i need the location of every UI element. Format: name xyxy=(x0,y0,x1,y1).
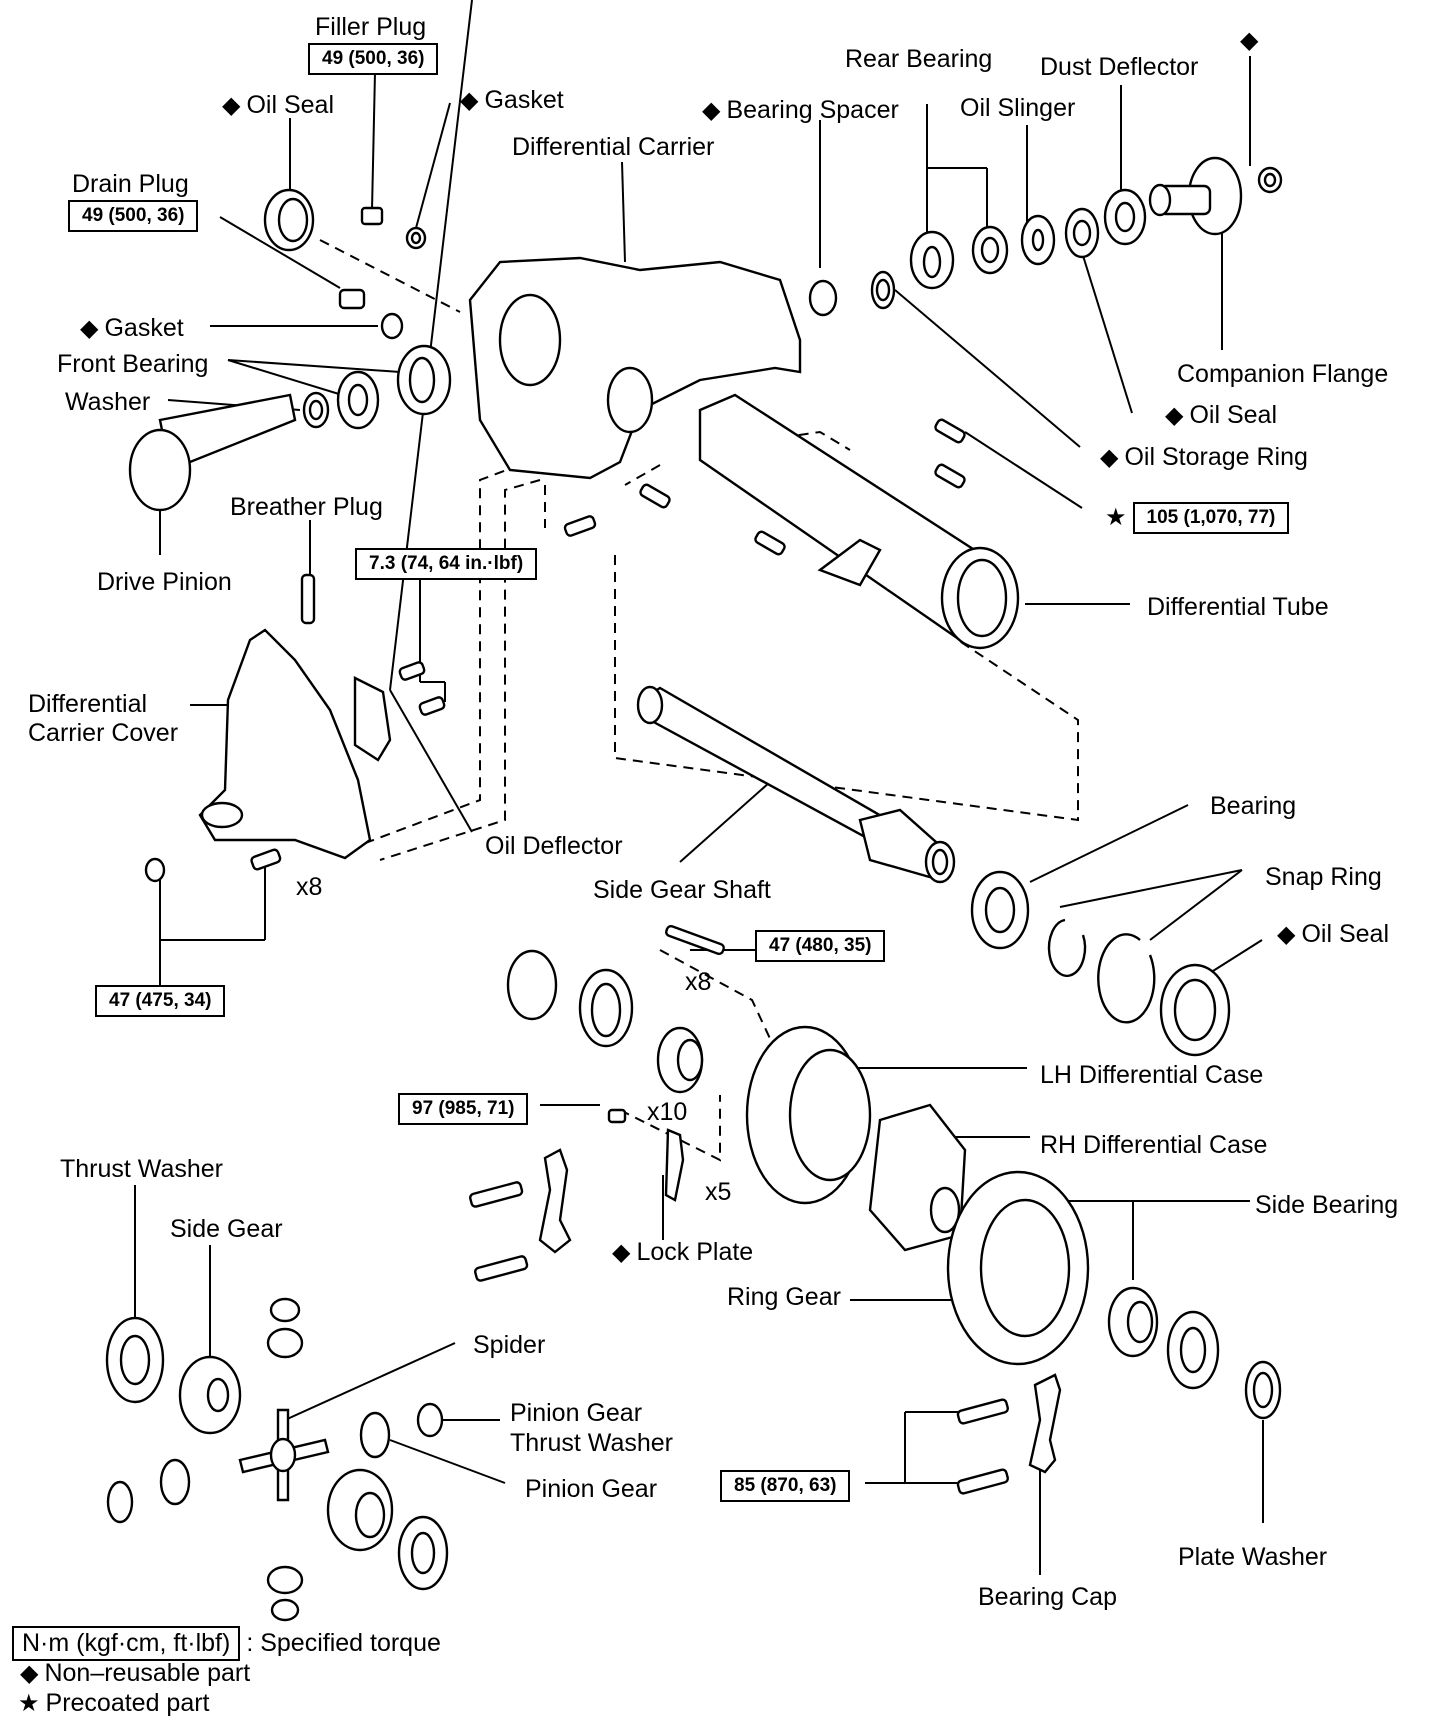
torque-cover-bolts: 47 (475, 34) xyxy=(95,985,226,1017)
part-label-breather-plug: Breather Plug xyxy=(230,493,383,521)
non-reusable-diamond-icon: ◆ xyxy=(80,315,99,342)
legend-torque-unit: N·m (kgf·cm, ft·lbf) xyxy=(12,1625,241,1661)
torque-tube-bolts: ★ 105 (1,070, 77) xyxy=(1105,502,1290,534)
part-label-companion-flange: Companion Flange xyxy=(1177,360,1389,388)
part-label-thrust-washer: Thrust Washer xyxy=(60,1155,224,1183)
non-reusable-diamond-icon: ◆ xyxy=(702,97,721,124)
torque-case-bolts: 47 (480, 35) xyxy=(755,930,886,962)
legend-torque: N·m (kgf·cm, ft·lbf) : Specified torque xyxy=(12,1625,441,1661)
part-label-filler-plug: Filler Plug xyxy=(315,13,427,41)
precoated-star-icon: ★ xyxy=(1105,503,1127,531)
legend-non-reusable: ◆ Non–reusable part xyxy=(20,1658,251,1687)
legend-torque-desc: : Specified torque xyxy=(246,1628,441,1657)
part-label-spider: Spider xyxy=(473,1331,546,1359)
part-label-oil-slinger: Oil Slinger xyxy=(960,94,1076,122)
part-label-pinion-gear-thrust-washer: Pinion Gear Thrust Washer xyxy=(510,1399,674,1457)
part-label-bearing-spacer: ◆Bearing Spacer xyxy=(702,96,899,124)
part-label-oil-seal-rear: ◆Oil Seal xyxy=(1165,401,1278,429)
non-reusable-diamond-icon: ◆ xyxy=(1277,921,1296,948)
part-label-rear-bearing: Rear Bearing xyxy=(845,45,993,73)
torque-oil-deflector: 7.3 (74, 64 in.·lbf) xyxy=(355,548,538,580)
non-reusable-nut-marker: ◆ xyxy=(1240,28,1264,53)
legend: N·m (kgf·cm, ft·lbf) : Specified torque … xyxy=(12,1625,441,1718)
part-label-lh-differential-case: LH Differential Case xyxy=(1040,1061,1264,1089)
part-label-pinion-gear: Pinion Gear xyxy=(525,1475,658,1503)
torque-drain-plug: 49 (500, 36) xyxy=(68,200,199,232)
part-label-side-bearing: Side Bearing xyxy=(1255,1191,1399,1219)
non-reusable-diamond-icon: ◆ xyxy=(20,1659,39,1687)
non-reusable-diamond-icon: ◆ xyxy=(222,92,241,119)
legend-precoated: ★ Precoated part xyxy=(18,1688,210,1717)
torque-bearing-cap-bolts: 85 (870, 63) xyxy=(720,1470,851,1502)
part-label-oil-seal-tube: ◆Oil Seal xyxy=(1277,920,1390,948)
part-label-differential-carrier-cover: Differential Carrier Cover xyxy=(28,690,179,747)
parts xyxy=(105,156,1283,1622)
part-label-gasket-drain: ◆Gasket xyxy=(80,314,184,342)
non-reusable-diamond-icon: ◆ xyxy=(1165,402,1184,429)
part-label-plate-washer: Plate Washer xyxy=(1178,1543,1328,1571)
part-label-front-bearing: Front Bearing xyxy=(57,350,209,378)
non-reusable-diamond-icon: ◆ xyxy=(1100,444,1119,471)
part-label-rh-differential-case: RH Differential Case xyxy=(1040,1131,1268,1159)
part-label-bearing: Bearing xyxy=(1210,792,1297,820)
non-reusable-diamond-icon: ◆ xyxy=(612,1239,631,1266)
torque-filler-plug: 49 (500, 36) xyxy=(308,43,439,75)
part-label-side-gear-shaft: Side Gear Shaft xyxy=(593,876,771,904)
part-label-oil-deflector: Oil Deflector xyxy=(485,832,623,860)
non-reusable-diamond-icon: ◆ xyxy=(460,87,479,114)
non-reusable-diamond-icon: ◆ xyxy=(1240,27,1259,54)
qty-cover-bolts: x8 xyxy=(296,873,323,901)
part-label-drain-plug: Drain Plug xyxy=(72,170,189,198)
precoated-star-icon: ★ xyxy=(18,1689,40,1717)
part-label-dust-deflector: Dust Deflector xyxy=(1040,53,1199,81)
part-label-gasket-filler: ◆Gasket xyxy=(460,86,564,114)
part-label-drive-pinion: Drive Pinion xyxy=(97,568,232,596)
part-label-differential-tube: Differential Tube xyxy=(1147,593,1329,621)
qty-lock-plates: x5 xyxy=(705,1178,732,1206)
part-label-oil-storage-ring: ◆Oil Storage Ring xyxy=(1100,443,1308,471)
part-label-lock-plate: ◆Lock Plate xyxy=(612,1238,754,1266)
part-label-ring-gear: Ring Gear xyxy=(727,1283,841,1311)
qty-case-bolts: x8 xyxy=(685,968,712,996)
part-label-bearing-cap: Bearing Cap xyxy=(978,1583,1117,1611)
leader-lines xyxy=(134,0,1264,1575)
part-label-snap-ring: Snap Ring xyxy=(1265,863,1382,891)
torque-ring-gear-bolts: 97 (985, 71) xyxy=(398,1093,529,1125)
part-label-differential-carrier: Differential Carrier xyxy=(512,133,715,161)
part-label-side-gear: Side Gear xyxy=(170,1215,283,1243)
part-label-washer: Washer xyxy=(65,388,151,416)
qty-ring-gear-bolts: x10 xyxy=(647,1098,688,1126)
part-label-oil-seal-front: ◆Oil Seal xyxy=(222,91,335,119)
